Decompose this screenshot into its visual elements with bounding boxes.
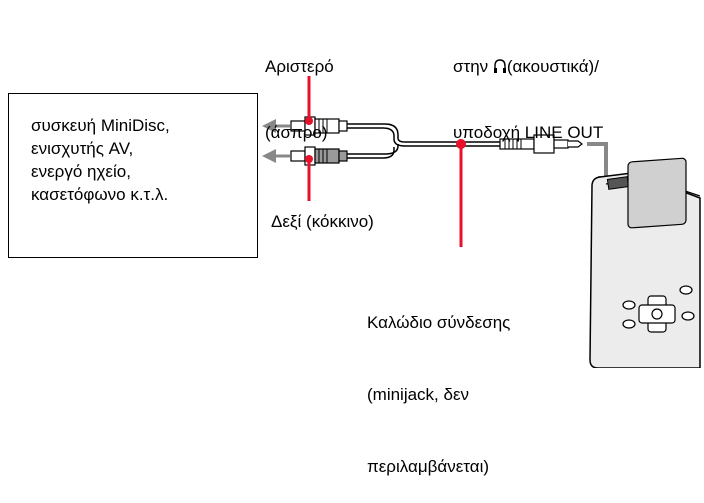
right-plug-label: Δεξί (κόκκινο) [271, 212, 374, 231]
headphone-label-suffix: (ακουστικά)/ [506, 57, 599, 76]
device-box-line2: ενισχυτής AV, [31, 139, 134, 158]
output-arrow-top [262, 119, 290, 133]
headphone-icon [493, 58, 507, 74]
cable-label-line3: περιλαμβάνεται) [367, 457, 490, 476]
cable-label-line2: (minijack, δεν [367, 385, 470, 404]
left-plug-label: Αριστερό (άσπρο) [265, 12, 334, 166]
headphone-label-line1: στην (ακουστικά)/ [453, 56, 603, 78]
device-box-line3: ενεργό ηχείο, [31, 162, 131, 181]
cable-label-line1: Καλώδιο σύνδεσης [367, 313, 511, 332]
headphone-label-prefix: στην [453, 57, 493, 76]
callout-dots [305, 117, 466, 163]
callout-lines [307, 76, 463, 247]
rca-plug-white [290, 116, 348, 136]
device-box-text: συσκευή MiniDisc, ενισχυτής AV, ενεργό η… [31, 114, 170, 206]
headphone-label-line2: υποδοχή LINE OUT [453, 123, 604, 142]
minijack-plug [499, 134, 583, 154]
output-arrow-bottom [262, 149, 290, 163]
device-box: συσκευή MiniDisc, ενισχυτής AV, ενεργό η… [8, 93, 258, 258]
connection-diagram [262, 76, 701, 368]
device-box-line1: συσκευή MiniDisc, [31, 116, 170, 135]
player-device [589, 157, 701, 368]
left-plug-label-line1: Αριστερό [265, 57, 334, 76]
nav-pad [622, 285, 695, 333]
cable-label: Καλώδιο σύνδεσης (minijack, δεν περιλαμβ… [367, 263, 510, 503]
left-plug-label-line2: (άσπρο) [265, 123, 328, 142]
headphone-label: στην (ακουστικά)/ υποδοχή LINE OUT [453, 12, 603, 166]
cable [347, 123, 500, 159]
device-box-line4: κασετόφωνο κ.τ.λ. [31, 185, 169, 204]
